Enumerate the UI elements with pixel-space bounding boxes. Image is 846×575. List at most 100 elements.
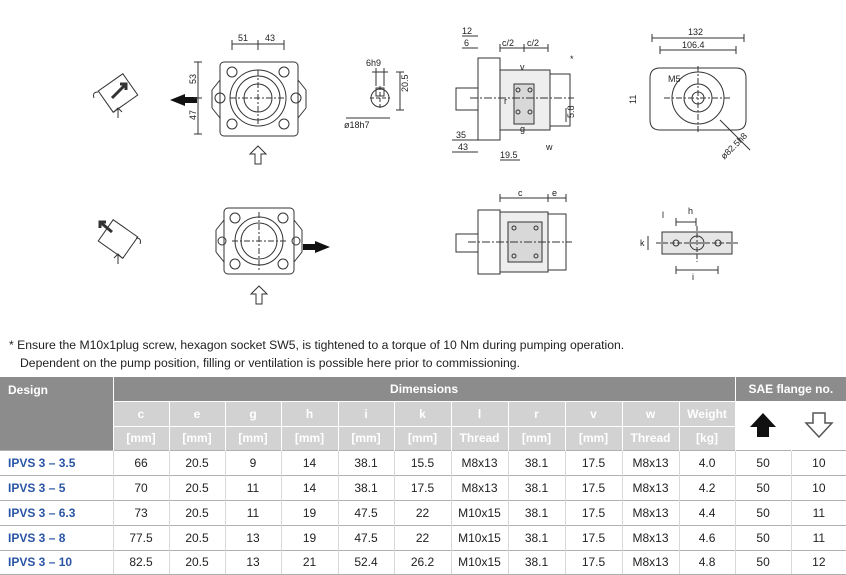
cell-sae-up: 50	[734, 475, 792, 501]
col-weight: Weight	[678, 400, 736, 427]
dim-k: k	[640, 238, 645, 248]
arrow-left-icon	[170, 94, 197, 106]
pump-orientation-icon-bottom	[97, 219, 141, 264]
col-w: w	[621, 400, 679, 427]
col-h: h	[280, 400, 338, 427]
cell-sae-down: 11	[790, 524, 846, 551]
cell-sae-up: 50	[734, 499, 792, 526]
col-r: r	[507, 400, 565, 427]
col-l: l	[450, 400, 508, 427]
dimensions-header: Dimensions	[112, 377, 736, 402]
unit-e: [mm]	[168, 425, 225, 451]
cell-weight: 4.8	[678, 549, 736, 575]
sae-header: SAE flange no.	[734, 377, 846, 402]
design-header: Design	[0, 377, 113, 451]
cell-e: 20.5	[168, 524, 225, 551]
unit-h: [mm]	[280, 425, 338, 451]
cell-h: 14	[280, 475, 338, 501]
table-row: IPVS 3 – 10 82.5 20.5 13 21 52.4 26.2 M1…	[0, 549, 846, 575]
cell-l: M10x15	[450, 549, 508, 575]
cell-w: M8x13	[621, 450, 679, 476]
cell-h: 19	[280, 524, 338, 551]
cell-l: M10x15	[450, 524, 508, 551]
design-name: IPVS 3 – 3.5	[0, 450, 113, 476]
pump-front-view-top	[194, 40, 307, 165]
cell-h: 19	[280, 499, 338, 526]
dim-r: r	[504, 96, 507, 106]
dim-82-5h8: ø82.5h8	[719, 131, 749, 161]
dim-star: *	[570, 54, 574, 64]
dim-18h7: ø18h7	[344, 120, 370, 130]
cell-k: 22	[393, 524, 451, 551]
cell-i: 47.5	[337, 524, 394, 551]
dimensions-table: Design Dimensions SAE flange no. c e g h…	[0, 377, 846, 575]
design-name: IPVS 3 – 6.3	[0, 499, 113, 526]
table-row: IPVS 3 – 8 77.5 20.5 13 19 47.5 22 M10x1…	[0, 524, 846, 551]
cell-v: 17.5	[564, 524, 622, 551]
dim-20-5: 20.5	[400, 74, 410, 92]
note-line-1: * Ensure the M10x1plug screw, hexagon so…	[9, 338, 625, 352]
dim-132: 132	[688, 27, 703, 37]
col-v: v	[564, 400, 622, 427]
cell-w: M8x13	[621, 524, 679, 551]
technical-drawings: 51 43 53 47 6h9 20.5 ø18h7 12 6 c/2 c/2 …	[93, 26, 751, 305]
arrow-right-icon	[303, 241, 330, 253]
dim-c2-b: c/2	[527, 38, 539, 48]
table-row: IPVS 3 – 3.5 66 20.5 9 14 38.1 15.5 M8x1…	[0, 450, 846, 476]
unit-r: [mm]	[507, 425, 565, 451]
design-name: IPVS 3 – 5	[0, 475, 113, 501]
cell-v: 17.5	[564, 450, 622, 476]
sae-up-cell	[734, 400, 792, 451]
cell-sae-down: 12	[790, 549, 846, 575]
note-line-2: Dependent on the pump position, filling …	[20, 356, 520, 370]
cell-g: 11	[224, 475, 281, 501]
port-flange-detail	[647, 218, 738, 274]
dim-l: l	[662, 210, 664, 220]
dim-w: w	[545, 142, 553, 152]
dim-6: 6	[464, 38, 469, 48]
cell-r: 38.1	[507, 475, 565, 501]
cell-w: M8x13	[621, 499, 679, 526]
cell-i: 38.1	[337, 450, 394, 476]
dim-g: g	[520, 124, 525, 134]
cell-r: 38.1	[507, 499, 565, 526]
cell-l: M8x13	[450, 475, 508, 501]
cell-r: 38.1	[507, 549, 565, 575]
cell-sae-up: 50	[734, 549, 792, 575]
cell-sae-down: 10	[790, 450, 846, 476]
cell-r: 38.1	[507, 524, 565, 551]
cell-sae-down: 10	[790, 475, 846, 501]
cell-e: 20.5	[168, 450, 225, 476]
cell-w: M8x13	[621, 475, 679, 501]
cell-e: 20.5	[168, 499, 225, 526]
dim-43b: 43	[458, 142, 468, 152]
dim-c: c	[518, 188, 523, 198]
dim-43: 43	[265, 33, 275, 43]
cell-g: 13	[224, 524, 281, 551]
dim-53: 53	[188, 74, 198, 84]
cell-c: 70	[112, 475, 169, 501]
dim-51: 51	[238, 33, 248, 43]
cell-sae-up: 50	[734, 524, 792, 551]
cell-v: 17.5	[564, 475, 622, 501]
cell-r: 38.1	[507, 450, 565, 476]
unit-w: Thread	[621, 425, 679, 451]
cell-c: 82.5	[112, 549, 169, 575]
pump-side-view-top	[452, 35, 574, 161]
table-row: IPVS 3 – 5 70 20.5 11 14 38.1 17.5 M8x13…	[0, 475, 846, 501]
cell-h: 21	[280, 549, 338, 575]
cell-v: 17.5	[564, 549, 622, 575]
arrow-up-icon	[750, 412, 777, 437]
cell-l: M10x15	[450, 499, 508, 526]
col-k: k	[393, 400, 451, 427]
cell-c: 66	[112, 450, 169, 476]
cell-weight: 4.2	[678, 475, 736, 501]
unit-g: [mm]	[224, 425, 281, 451]
cell-i: 52.4	[337, 549, 394, 575]
cell-e: 20.5	[168, 549, 225, 575]
arrow-down-icon	[804, 411, 834, 438]
col-i: i	[337, 400, 394, 427]
shaft-key-detail	[346, 68, 404, 119]
cell-k: 26.2	[393, 549, 451, 575]
unit-i: [mm]	[337, 425, 394, 451]
